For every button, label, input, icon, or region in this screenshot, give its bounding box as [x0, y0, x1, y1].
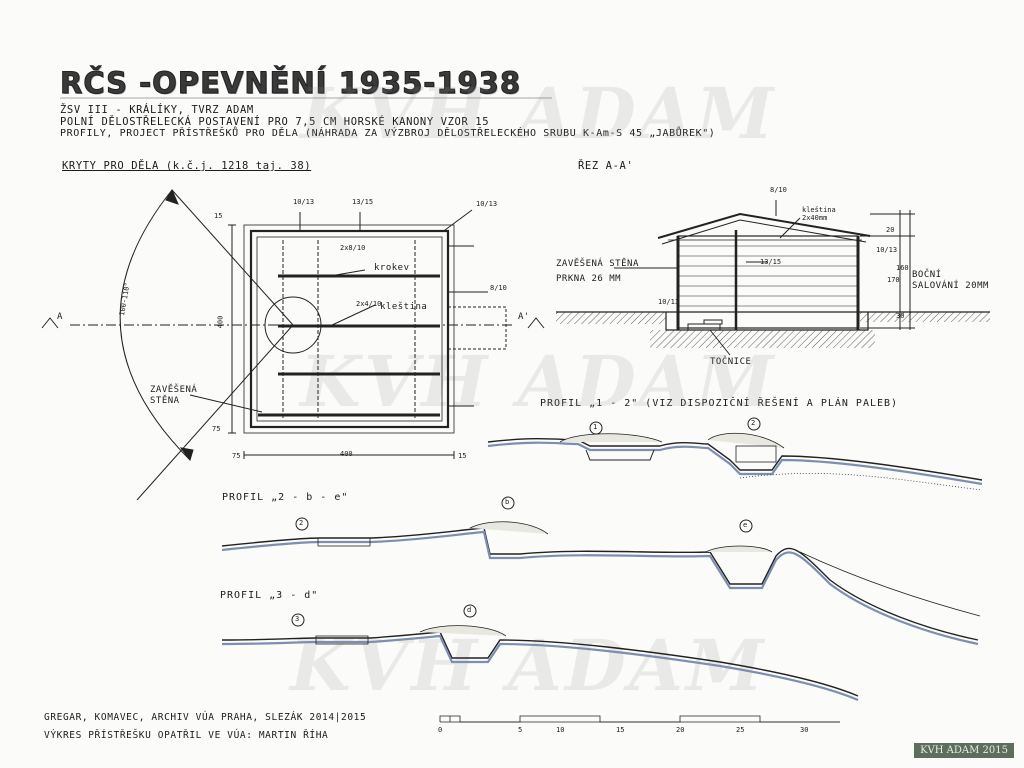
profile-3-d	[221, 604, 859, 702]
watermark: KVH ADAM	[300, 340, 777, 423]
plan-dim: 13/15	[352, 198, 374, 206]
plan-dim: 10/13	[476, 200, 498, 208]
section-dim: 160	[896, 264, 909, 272]
profile-marker: 2	[299, 519, 304, 527]
plan-dim: 15	[214, 212, 223, 220]
plan-dim-width: 400	[340, 450, 353, 458]
section-dim: 20	[886, 226, 895, 234]
section-mark-a-prime: A'	[518, 312, 530, 322]
scale-bar	[439, 715, 840, 723]
section-heading: ŘEZ A-A'	[578, 160, 634, 172]
profile-marker: 3	[295, 615, 300, 623]
plan-view	[41, 188, 545, 501]
scale-label: 0	[438, 726, 443, 734]
scale-label: 5	[518, 726, 523, 734]
section-tie-size-label: 2x40mm	[802, 214, 828, 222]
header-line-3: PROFILY, PROJECT PŘÍSTŘEŠKŮ PRO DĚLA (NÁ…	[60, 128, 716, 139]
plan-dim: 8/10	[490, 284, 507, 292]
profile-1-2-label: PROFIL „1 - 2" (VIZ DISPOZIČNÍ ŘEŠENÍ A …	[540, 398, 899, 409]
section-tie-label: kleština	[802, 206, 836, 214]
profile-2-b-e-label: PROFIL „2 - b - e"	[222, 492, 349, 503]
profile-1-2	[487, 417, 983, 491]
section-suspended-wall-label: ZAVĚŠENÁ STĚNA	[556, 259, 639, 269]
plan-dim: 75	[232, 452, 241, 460]
profile-marker: 1	[593, 423, 598, 431]
header-line-2: POLNÍ DĚLOSTŘELECKÁ POSTAVENÍ PRO 7,5 CM…	[60, 116, 490, 128]
scale-label: 10	[556, 726, 565, 734]
scale-label: 15	[616, 726, 625, 734]
watermark: KVH ADAM	[300, 72, 777, 155]
plan-dim: 10/13	[293, 198, 315, 206]
plan-dim: 2x8/10	[340, 244, 366, 252]
scale-label: 25	[736, 726, 745, 734]
plan-tie-label: kleština	[380, 302, 428, 312]
plan-rafter-label: krokev	[374, 263, 410, 273]
profile-marker: b	[505, 498, 510, 506]
scale-label: 20	[676, 726, 685, 734]
section-pivot-label: TOČNICE	[710, 357, 752, 367]
header-line-1: ŽSV III - KRÁLÍKY, TVRZ ADAM	[60, 104, 254, 116]
section-dim: 8/10	[770, 186, 787, 194]
section-dim: 10/13	[658, 298, 680, 306]
footer-drawing-note: VÝKRES PŘÍSTŘEŠKU OPATŘIL VE VÚA: MARTIN…	[44, 730, 329, 741]
footer-credits: GREGAR, KOMAVEC, ARCHIV VÚA PRAHA, SLEZÁ…	[44, 712, 367, 723]
section-boards-label: PRKNA 26 MM	[556, 274, 622, 284]
watermark-badge: KVH ADAM 2015	[914, 743, 1014, 758]
section-dim: 170	[887, 276, 900, 284]
scale-label: 30	[800, 726, 809, 734]
section-dim: 10/13	[876, 246, 898, 254]
plan-dim: 15	[458, 452, 467, 460]
plan-heading: KRYTY PRO DĚLA (k.č.j. 1218 taj. 38)	[62, 160, 312, 172]
section-boards	[678, 245, 858, 307]
section-dim: 13/15	[760, 258, 782, 266]
drawing-title: RČS -OPEVNĚNÍ 1935-1938	[59, 66, 522, 101]
section-side-cladding-label: BOČNÍ	[912, 270, 942, 280]
profile-2-b-e	[221, 496, 981, 646]
profile-marker: e	[743, 521, 748, 529]
section-mark-a: A	[57, 312, 63, 322]
section-view	[556, 200, 990, 356]
section-side-cladding-label-2: SALOVÁNÍ 20MM	[912, 281, 989, 291]
profile-marker: d	[467, 606, 472, 614]
profile-3-d-label: PROFIL „3 - d"	[220, 590, 319, 601]
plan-dim: 2x4/10	[356, 300, 382, 308]
plan-suspended-wall-label: ZAVĚŠENÁ STĚNA	[150, 385, 198, 406]
plan-dim: 75	[212, 425, 221, 433]
profile-marker: 2	[751, 419, 756, 427]
